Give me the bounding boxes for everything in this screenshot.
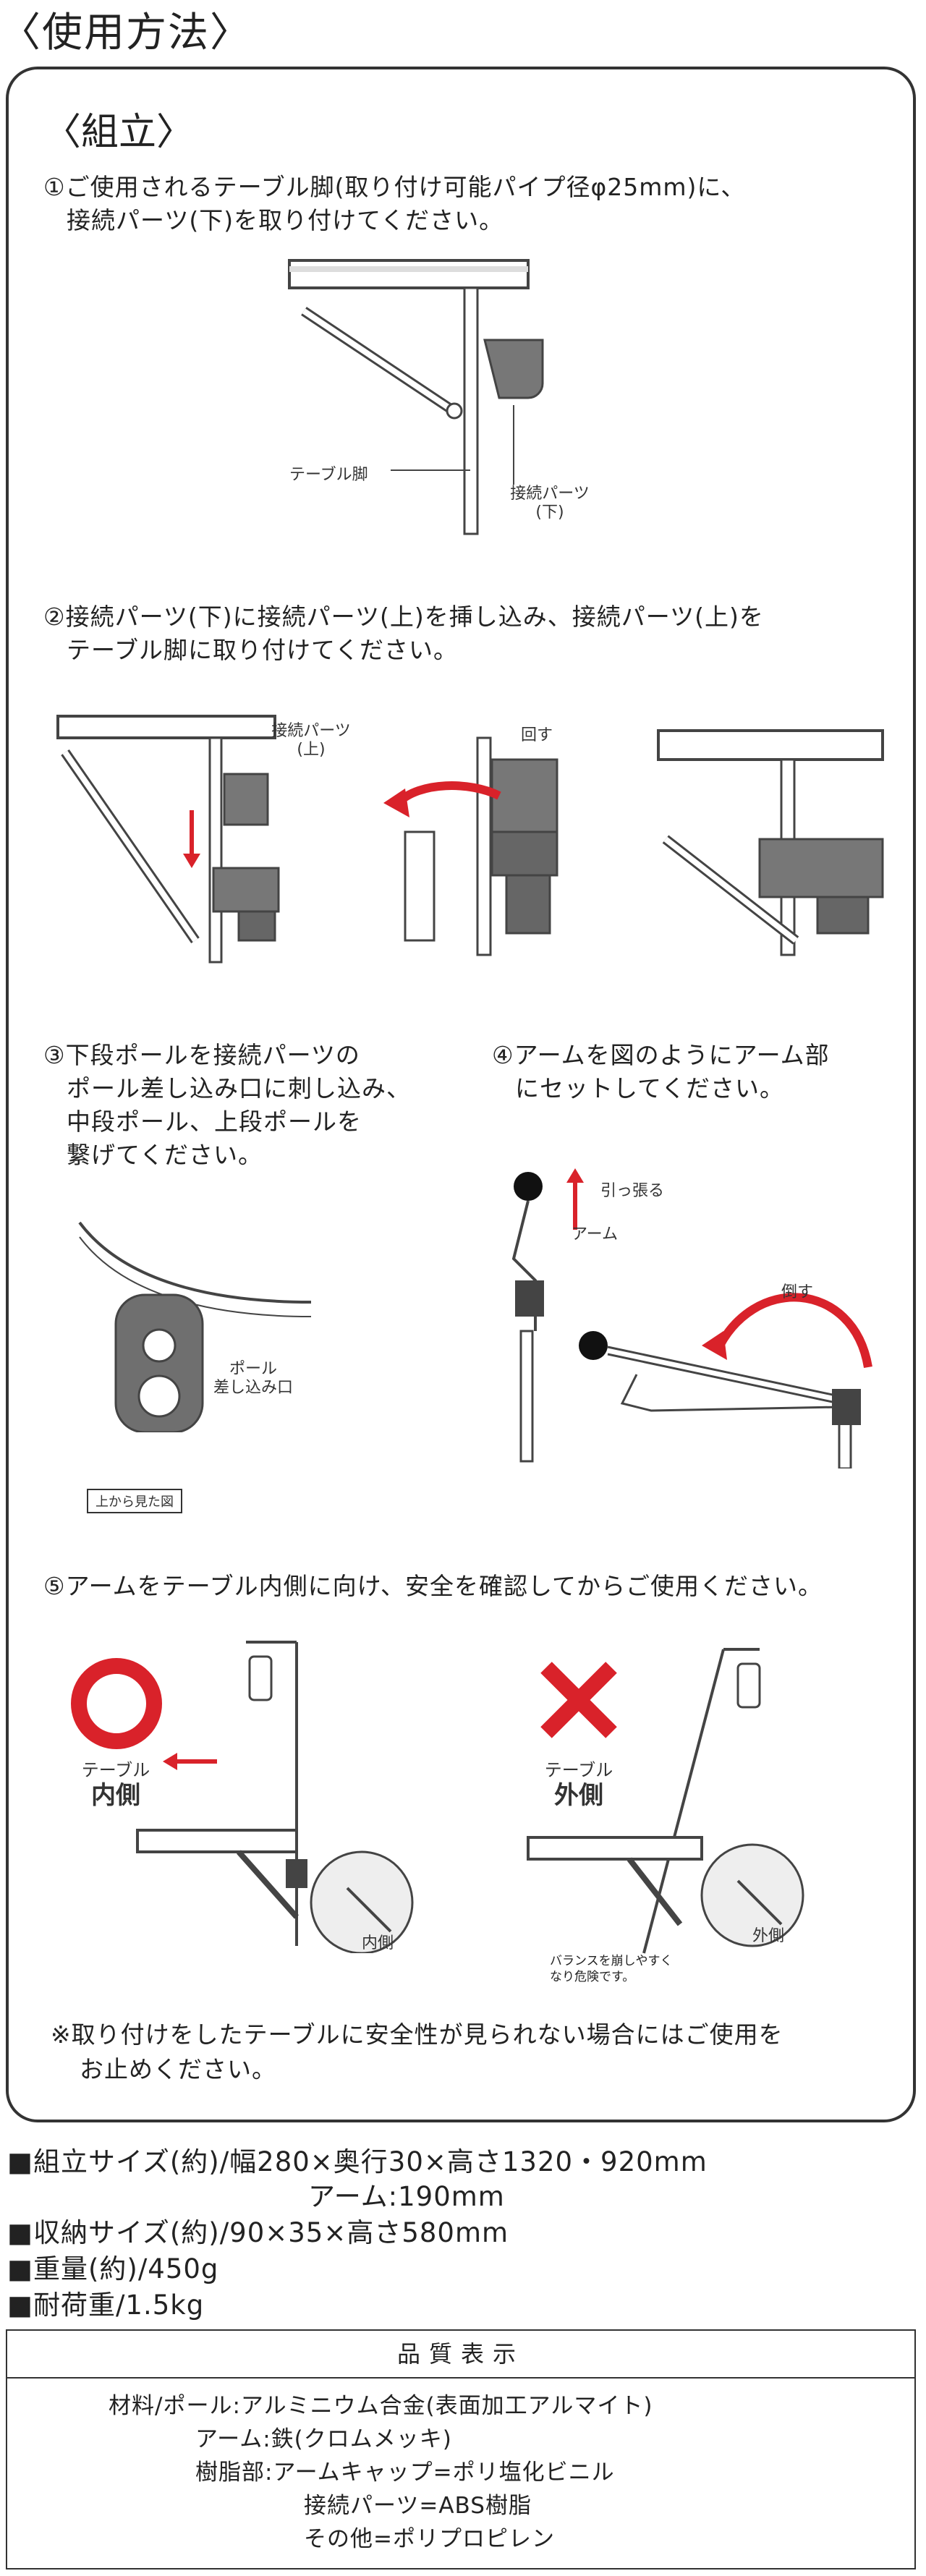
spec-arm-length: アーム:190mm (308, 2181, 505, 2212)
label-turn: 回す (521, 726, 553, 744)
ok-circle-icon (71, 1658, 162, 1749)
warning-text-2: なり危険です。 (550, 1970, 635, 1984)
label-outer: 外側 (752, 1927, 785, 1945)
label-pull: 引っ張る (600, 1182, 665, 1200)
quality-heading: 品質表示 (7, 2331, 914, 2379)
label-inner: 内側 (362, 1934, 394, 1952)
safety-note-1: ※取り付けをしたテーブルに安全性が見られない場合にはご使用を (51, 2020, 783, 2049)
spec-storage-size: ■収納サイズ(約)/90×35×高さ580mm (7, 2217, 509, 2248)
spec-load-capacity: ■耐荷重/1.5kg (7, 2290, 205, 2321)
step5-ng-illustration (527, 1648, 804, 1954)
step1-illustration (288, 259, 544, 535)
step3-line3: 中段ポール、上段ポールを (67, 1108, 362, 1136)
table-inner-text-2: 内側 (91, 1781, 140, 1810)
table-outer-text-2: 外側 (554, 1781, 603, 1810)
connector-lower-text-1: 接続パーツ (510, 485, 590, 503)
page-title: 〈使用方法〉 (0, 9, 252, 56)
step3-line1: ③下段ポールを接続パーツの (43, 1041, 360, 1069)
warning-text: バランスを崩しやすく なり危険です。 (550, 1953, 673, 1985)
step1-line1: ①ご使用されるテーブル脚(取り付け可能パイプ径φ25mm)に、 (43, 173, 746, 201)
step2-illustration-a (56, 715, 280, 964)
step5-line1: ⑤アームをテーブル内側に向け、安全を確認してからご使用ください。 (43, 1572, 823, 1600)
connector-upper-text-1: 接続パーツ (271, 722, 351, 740)
step4-line1: ④アームを図のようにアーム部 (492, 1041, 830, 1069)
pole-inlet-text-2: 差し込み口 (213, 1379, 293, 1397)
step3-line2: ポール差し込み口に刺し込み、 (67, 1074, 411, 1102)
step4-line2: にセットしてください。 (515, 1074, 785, 1102)
quality-row-resin: 樹脂部:アームキャップ=ポリ塩化ビニル (195, 2460, 615, 2486)
quality-label-box (6, 2329, 916, 2569)
warning-text-1: バランスを崩しやすく (550, 1954, 673, 1968)
step2-line2: テーブル脚に取り付けてください。 (67, 636, 459, 664)
step3-illustration (78, 1221, 312, 1432)
spec-assembled-size: ■組立サイズ(約)/幅280×奥行30×高さ1320・920mm (7, 2146, 708, 2177)
safety-note-2: お止めください。 (80, 2055, 276, 2083)
spec-weight: ■重量(約)/450g (7, 2253, 219, 2284)
label-table-outer: テーブル 外側 (521, 1761, 637, 1811)
step2-illustration-b (383, 736, 558, 956)
connector-upper-text-2: (上) (297, 741, 326, 759)
quality-row-arm: アーム:鉄(クロムメッキ) (195, 2426, 452, 2452)
label-pole-inlet: ポール 差し込み口 (195, 1360, 311, 1398)
label-table-inner: テーブル 内側 (58, 1761, 174, 1811)
assembly-heading: 〈組立〉 (43, 111, 195, 154)
label-connector-upper: 接続パーツ (上) (268, 722, 354, 760)
quality-row-pole: 材料/ポール:アルミニウム合金(表面加工アルマイト) (109, 2393, 653, 2419)
quality-row-other: その他=ポリプロピレン (304, 2526, 555, 2552)
step5-ok-illustration (136, 1641, 414, 1953)
ng-cross-icon (540, 1662, 617, 1738)
label-top-view: 上から見た図 (87, 1489, 182, 1513)
step2-illustration-c (657, 729, 884, 956)
table-outer-text-1: テーブル (544, 1760, 613, 1780)
pole-inlet-text-1: ポール (229, 1360, 277, 1378)
quality-row-connector: 接続パーツ=ABS樹脂 (304, 2493, 532, 2519)
step1-line2: 接続パーツ(下)を取り付けてください。 (67, 206, 504, 234)
step3-line4: 繋げてください。 (67, 1141, 263, 1169)
label-table-leg: テーブル脚 (289, 466, 368, 484)
instructions-panel (6, 67, 916, 2122)
label-tilt: 倒す (781, 1283, 814, 1301)
table-inner-text-1: テーブル (81, 1760, 150, 1780)
step2-line1: ②接続パーツ(下)に接続パーツ(上)を挿し込み、接続パーツ(上)を (43, 603, 764, 631)
step4-illustration (511, 1168, 872, 1468)
label-connector-lower: 接続パーツ (下) (499, 485, 600, 522)
connector-lower-text-2: (下) (535, 503, 564, 522)
label-arm: アーム (572, 1225, 619, 1244)
